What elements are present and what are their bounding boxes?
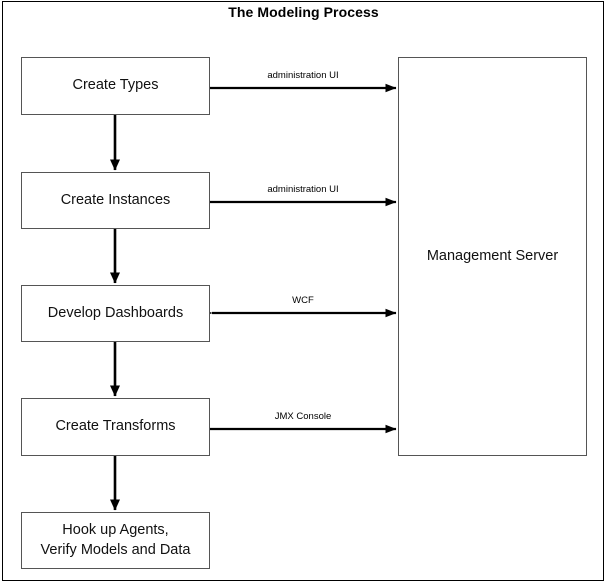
node-create-instances[interactable]: Create Instances <box>21 172 210 229</box>
page-title: The Modeling Process <box>228 4 379 20</box>
edge-label-wcf: WCF <box>292 295 314 306</box>
node-hook-up-agents[interactable]: Hook up Agents, Verify Models and Data <box>21 512 210 569</box>
node-label: Create Transforms <box>55 418 176 435</box>
node-label: Create Types <box>72 77 159 94</box>
node-label: Create Instances <box>60 191 171 208</box>
node-label: Develop Dashboards <box>47 304 184 321</box>
node-create-transforms[interactable]: Create Transforms <box>21 398 210 456</box>
node-develop-dashboards[interactable]: Develop Dashboards <box>21 285 210 342</box>
node-label: Hook up Agents, Verify Models and Data <box>40 522 191 558</box>
edge-label-jmx-console: JMX Console <box>274 411 332 422</box>
edge-label-administration-ui-types: administration UI <box>267 70 339 81</box>
edge-label-administration-ui-instances: administration UI <box>267 184 339 195</box>
node-management-server[interactable]: Management Server <box>398 57 587 456</box>
node-label: Management Server <box>426 247 559 264</box>
node-create-types[interactable]: Create Types <box>21 57 210 115</box>
